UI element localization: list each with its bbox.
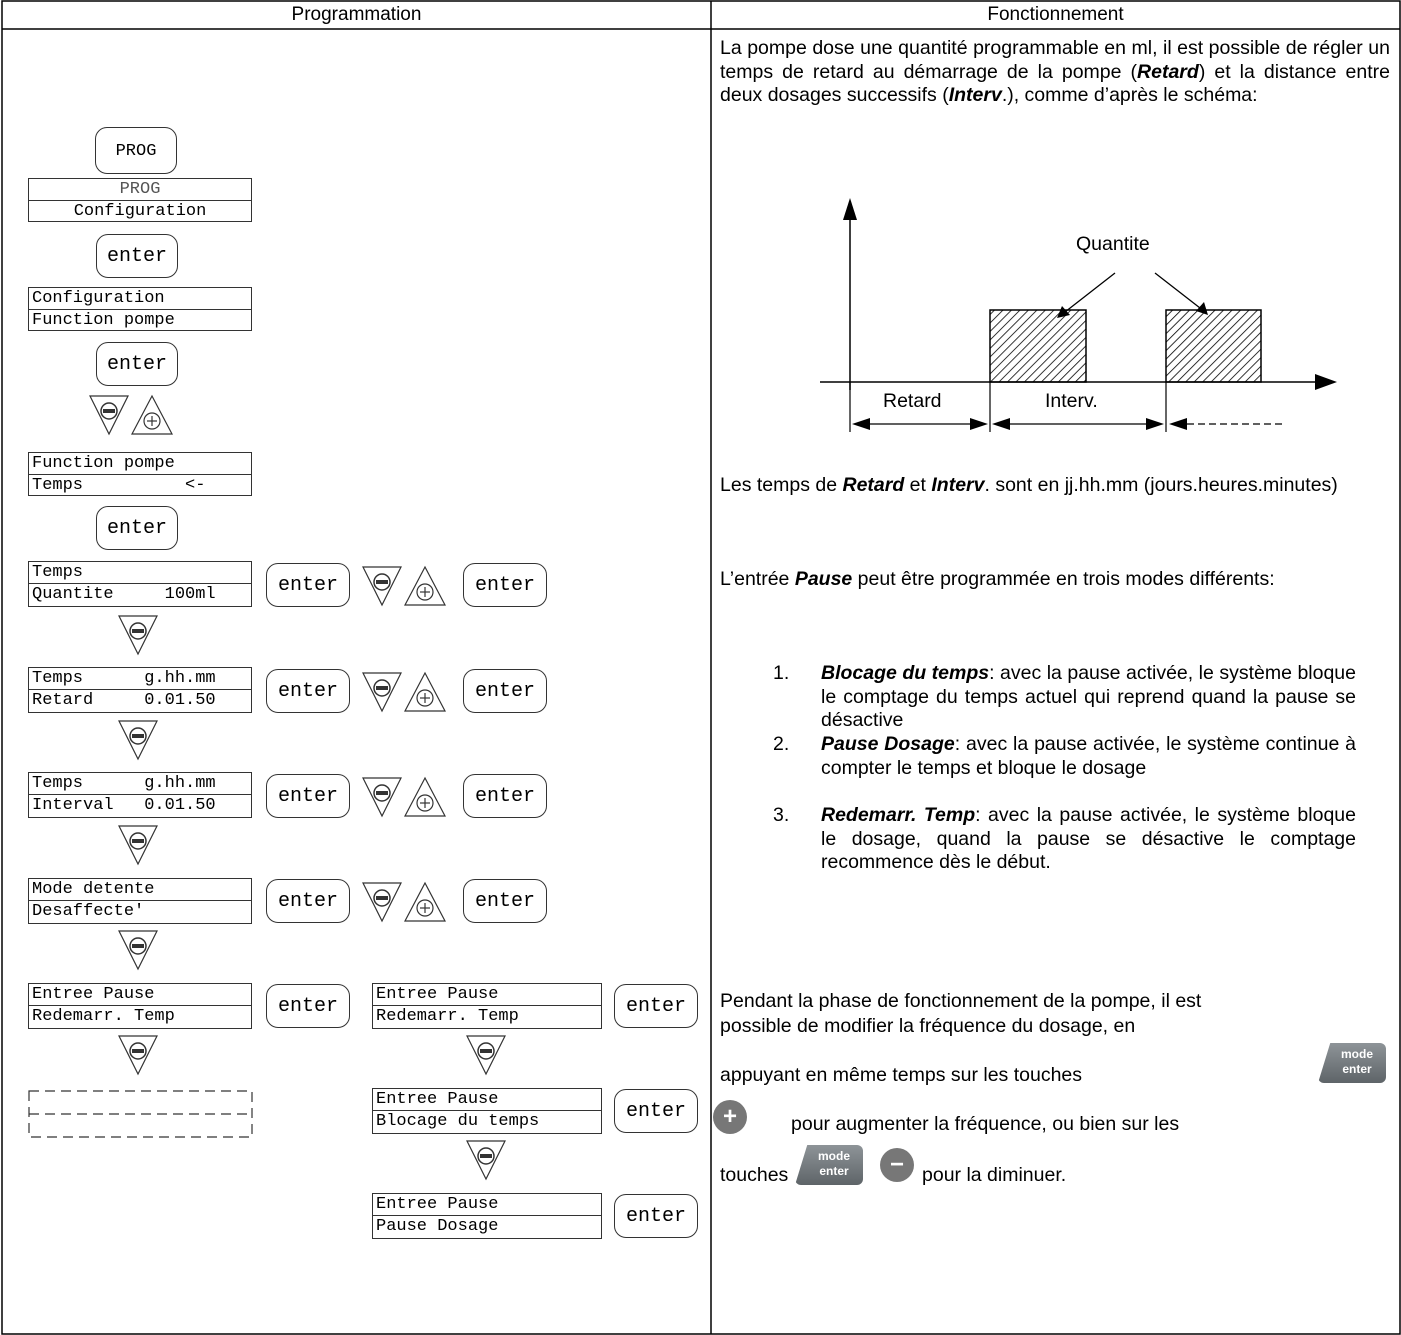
lcd-prog: PROG Configuration — [28, 178, 252, 222]
minus-key[interactable] — [465, 1139, 509, 1181]
header-programmation: Programmation — [291, 4, 422, 25]
minus-key[interactable] — [117, 719, 161, 761]
freq-line-4: pour augmenter la fréquence, ou bien sur… — [791, 1113, 1180, 1135]
minus-key[interactable] — [117, 824, 161, 866]
enter-key[interactable]: enter — [266, 669, 350, 713]
prog-key[interactable]: PROG — [95, 127, 177, 174]
minus-key[interactable] — [117, 614, 161, 656]
minus-plus-keys[interactable] — [361, 565, 451, 607]
header-fonctionnement: Fonctionnement — [987, 4, 1124, 25]
enter-key[interactable]: enter — [463, 879, 547, 923]
diagram-label-interv: Interv. — [1045, 390, 1098, 412]
dose-block — [1165, 309, 1262, 383]
diagram-label-quantite: Quantite — [1076, 233, 1150, 255]
enter-key[interactable]: enter — [266, 774, 350, 818]
freq-line-5b: pour la diminuer. — [922, 1164, 1067, 1186]
timing-diagram — [820, 198, 1337, 432]
freq-line-2: possible de modifier la fréquence du dos… — [720, 1015, 1136, 1037]
enter-key[interactable]: enter — [614, 1194, 698, 1238]
minus-plus-keys[interactable] — [88, 394, 188, 436]
freq-line-3: appuyant en même temps sur les touches — [720, 1064, 1083, 1086]
minus-key[interactable] — [465, 1034, 509, 1076]
mode-item-1: 1. Blocage du temps: avec la pause activ… — [773, 662, 1356, 731]
enter-key[interactable]: enter — [463, 774, 547, 818]
enter-key[interactable]: enter — [463, 563, 547, 607]
lcd-quantite: Temps Quantite 100ml — [28, 561, 252, 607]
enter-key[interactable]: enter — [96, 342, 178, 386]
mode-item-2: 2. Pause Dosage: avec la pause activée, … — [773, 733, 1357, 779]
pause-paragraph: L’entrée Pause peut être programmée en t… — [720, 568, 1275, 590]
lcd-retard: Temps g.hh.mm Retard 0.01.50 — [28, 667, 252, 713]
lcd-configuration: Configuration Function pompe — [28, 287, 252, 331]
minus-plus-keys[interactable] — [361, 776, 451, 818]
freq-line-5a: touches — [720, 1164, 789, 1186]
mode-item-3: 3. Redemarr. Temp: avec la pause activée… — [773, 804, 1356, 873]
enter-key[interactable]: enter — [614, 1089, 698, 1133]
mode-enter-key[interactable]: mode enter — [1318, 1043, 1386, 1083]
enter-key[interactable]: enter — [266, 563, 350, 607]
freq-line-1: Pendant la phase de fonctionnement de la… — [720, 990, 1202, 1012]
lcd-entree-pause: Entree Pause Redemarr. Temp — [28, 983, 252, 1029]
lcd-mode-detente: Mode detente Desaffecte' — [28, 878, 252, 924]
dashed-placeholder — [28, 1090, 253, 1138]
enter-key[interactable]: enter — [96, 234, 178, 278]
lcd-pause-redemarr: Entree Pause Redemarr. Temp — [372, 983, 602, 1029]
minus-key[interactable] — [117, 929, 161, 971]
minus-plus-keys[interactable] — [361, 881, 451, 923]
minus-key[interactable] — [117, 1034, 161, 1076]
lcd-pause-blocage: Entree Pause Blocage du temps — [372, 1088, 602, 1134]
diagram-label-retard: Retard — [883, 390, 942, 412]
enter-key[interactable]: enter — [266, 879, 350, 923]
minus-plus-keys[interactable] — [361, 671, 451, 713]
plus-key-icon[interactable]: + — [713, 1100, 747, 1134]
lcd-interval: Temps g.hh.mm Interval 0.01.50 — [28, 772, 252, 818]
temps-paragraph: Les temps de Retard et Interv. sont en j… — [720, 474, 1338, 496]
enter-key[interactable]: enter — [266, 984, 350, 1028]
dose-block — [989, 309, 1087, 383]
minus-key-icon[interactable]: − — [880, 1148, 914, 1182]
lcd-pause-dosage: Entree Pause Pause Dosage — [372, 1193, 602, 1239]
enter-key[interactable]: enter — [463, 669, 547, 713]
mode-enter-key[interactable]: mode enter — [795, 1145, 863, 1185]
enter-key[interactable]: enter — [614, 984, 698, 1028]
lcd-function-pompe: Function pompe Temps <- — [28, 452, 252, 496]
enter-key[interactable]: enter — [96, 506, 178, 550]
intro-paragraph: La pompe dose une quantité programmable … — [720, 37, 1390, 106]
